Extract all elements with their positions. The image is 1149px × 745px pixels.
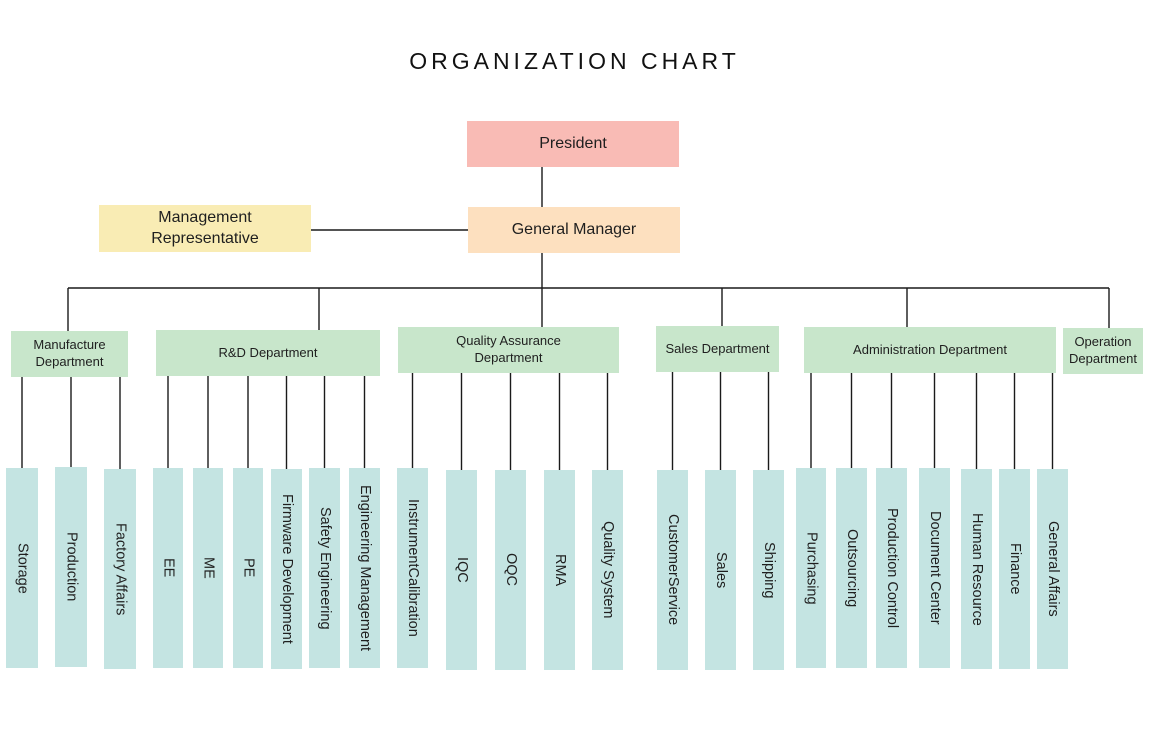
department-manufacture-department: Manufacture Department [11,331,128,377]
unit-human-resource: Human Resource [961,469,992,669]
department-r-d-department: R&D Department [156,330,380,376]
unit-document-center: Document Center [919,468,950,668]
unit-quality-system: Quality System [592,470,623,670]
general-manager-box: General Manager [468,207,680,253]
unit-customerservice: CustomerService [657,470,688,670]
unit-rma: RMA [544,470,575,670]
unit-me: ME [193,468,223,668]
unit-finance: Finance [999,469,1030,669]
unit-production: Production [55,467,87,667]
department-quality-assurance-department: Quality Assurance Department [398,327,619,373]
president-box: President [467,121,679,167]
unit-outsourcing: Outsourcing [836,468,867,668]
unit-shipping: Shipping [753,470,784,670]
unit-iqc: IQC [446,470,477,670]
unit-sales: Sales [705,470,736,670]
unit-purchasing: Purchasing [796,468,826,668]
unit-ee: EE [153,468,183,668]
department-administration-department: Administration Department [804,327,1056,373]
unit-engineering-management: Engineering Management [349,468,380,668]
unit-production-control: Production Control [876,468,907,668]
unit-general-affairs: General Affairs [1037,469,1068,669]
unit-factory-affairs: Factory Affairs [104,469,136,669]
unit-safety-engineering: Safety Engineering [309,468,340,668]
unit-instrumentcalibration: InstrumentCalibration [397,468,428,668]
chart-title: ORGANIZATION CHART [409,48,740,74]
unit-pe: PE [233,468,263,668]
department-sales-department: Sales Department [656,326,779,372]
unit-firmware-development: Firmware Development [271,469,302,669]
management-representative-box: Management Representative [99,205,311,252]
department-operation-department: Operation Department [1063,328,1143,374]
unit-oqc: OQC [495,470,526,670]
unit-storage: Storage [6,468,38,668]
